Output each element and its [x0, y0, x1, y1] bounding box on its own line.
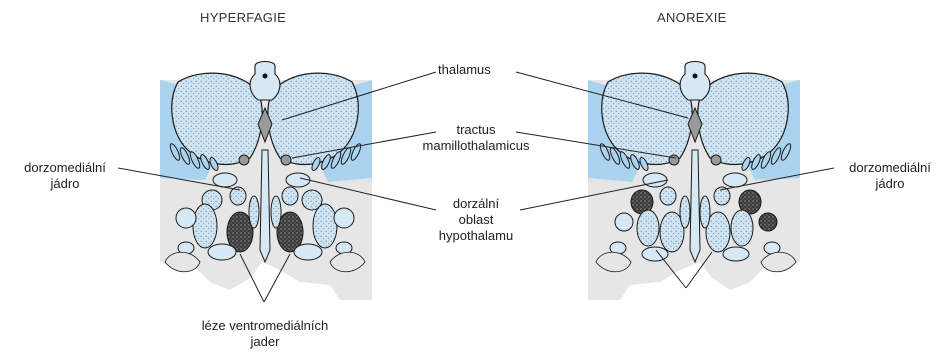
label-dorsal-area: dorzální oblast hypothalamu	[426, 196, 526, 244]
label-dorsomedial-right-line2: jádro	[834, 176, 946, 192]
label-tractus-line2: mamillothalamicus	[420, 138, 532, 154]
label-dorsomedial-right-line1: dorzomediální	[834, 160, 946, 176]
label-dorsal-line3: hypothalamu	[426, 228, 526, 244]
tractus-right	[711, 155, 721, 165]
midline	[690, 150, 700, 262]
pineal-stalk	[680, 62, 710, 101]
tractus-left	[669, 155, 679, 165]
label-dorsal-line1: dorzální	[426, 196, 526, 212]
tractus-left	[239, 155, 249, 165]
label-lesion-line2: jader	[180, 334, 350, 350]
label-dorsal-line2: oblast	[426, 212, 526, 228]
label-dorsomedial-left-line1: dorzomediální	[10, 160, 120, 176]
label-dorsomedial-right: dorzomediální jádro	[834, 160, 946, 192]
label-thalamus: thalamus	[438, 62, 491, 78]
label-lesion: léze ventromediálních jader	[180, 318, 350, 350]
tractus-right	[281, 155, 291, 165]
hyperfagie-section	[160, 62, 372, 301]
label-lesion-line1: léze ventromediálních	[180, 318, 350, 334]
label-dorsomedial-left-line2: jádro	[10, 176, 120, 192]
label-tractus: tractus mamillothalamicus	[420, 122, 532, 154]
label-tractus-line1: tractus	[420, 122, 532, 138]
pineal-stalk	[250, 62, 280, 101]
label-dorsomedial-left: dorzomediální jádro	[10, 160, 120, 192]
title-anorexie: ANOREXIE	[657, 10, 727, 26]
midline	[260, 150, 270, 262]
title-hyperfagie: HYPERFAGIE	[200, 10, 286, 26]
